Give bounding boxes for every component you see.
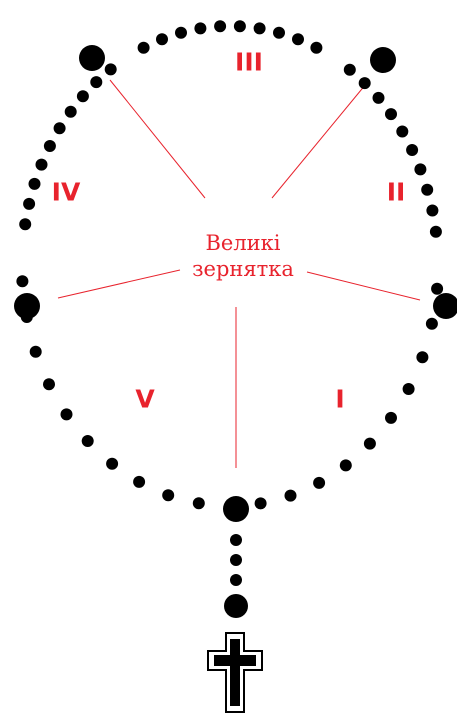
pendant-big-bead xyxy=(224,594,248,618)
small-bead xyxy=(285,490,297,502)
center-label-line1: Великі xyxy=(192,230,294,256)
connector-line xyxy=(110,80,205,198)
small-bead xyxy=(106,458,118,470)
small-bead xyxy=(385,412,397,424)
small-bead xyxy=(254,22,266,34)
small-bead xyxy=(255,497,267,509)
pendant-bead xyxy=(230,574,242,586)
small-bead xyxy=(54,122,66,134)
small-bead xyxy=(162,489,174,501)
small-bead xyxy=(359,77,371,89)
small-bead xyxy=(23,198,35,210)
small-bead xyxy=(313,477,325,489)
small-bead xyxy=(36,159,48,171)
cross-icon xyxy=(208,633,262,712)
small-bead xyxy=(30,346,42,358)
small-bead xyxy=(19,218,31,230)
small-bead xyxy=(430,226,442,238)
small-bead xyxy=(90,76,102,88)
small-bead xyxy=(138,42,150,54)
small-bead xyxy=(175,27,187,39)
small-bead xyxy=(234,20,246,32)
small-bead xyxy=(406,144,418,156)
small-bead xyxy=(194,22,206,34)
small-bead xyxy=(65,106,77,118)
pendant-bead xyxy=(230,534,242,546)
small-bead xyxy=(77,90,89,102)
small-bead xyxy=(396,126,408,138)
small-bead xyxy=(431,283,443,295)
small-bead xyxy=(214,20,226,32)
connector-line xyxy=(272,84,366,198)
small-bead xyxy=(364,438,376,450)
small-bead xyxy=(414,163,426,175)
small-bead xyxy=(156,33,168,45)
small-bead xyxy=(43,378,55,390)
small-bead xyxy=(310,42,322,54)
small-bead xyxy=(292,33,304,45)
decade-label-v: V xyxy=(135,387,154,412)
big-bead xyxy=(223,496,249,522)
big-bead xyxy=(370,47,396,73)
connector-line xyxy=(58,270,180,298)
big-bead xyxy=(79,45,105,71)
small-bead xyxy=(344,64,356,76)
connector-line xyxy=(307,272,420,300)
small-bead xyxy=(105,63,117,75)
small-bead xyxy=(385,108,397,120)
small-bead xyxy=(340,459,352,471)
decade-label-i: I xyxy=(335,387,344,412)
center-label-line2: зернятка xyxy=(192,256,294,282)
small-bead xyxy=(421,184,433,196)
big-bead xyxy=(433,293,457,319)
decade-label-iii: III xyxy=(235,50,263,75)
small-bead xyxy=(82,435,94,447)
small-bead xyxy=(426,318,438,330)
small-bead xyxy=(29,178,41,190)
cross-inner xyxy=(214,639,256,706)
small-bead xyxy=(373,92,385,104)
small-bead xyxy=(44,140,56,152)
small-bead xyxy=(273,27,285,39)
small-bead xyxy=(193,497,205,509)
big-bead xyxy=(14,293,40,319)
small-bead xyxy=(16,275,28,287)
center-label: Великі зернятка xyxy=(192,230,294,283)
pendant-bead xyxy=(230,554,242,566)
small-bead xyxy=(403,383,415,395)
small-bead xyxy=(426,205,438,217)
decade-label-ii: II xyxy=(387,180,406,205)
small-bead xyxy=(133,476,145,488)
decade-label-iv: IV xyxy=(52,180,81,205)
small-bead xyxy=(416,351,428,363)
small-bead xyxy=(61,408,73,420)
